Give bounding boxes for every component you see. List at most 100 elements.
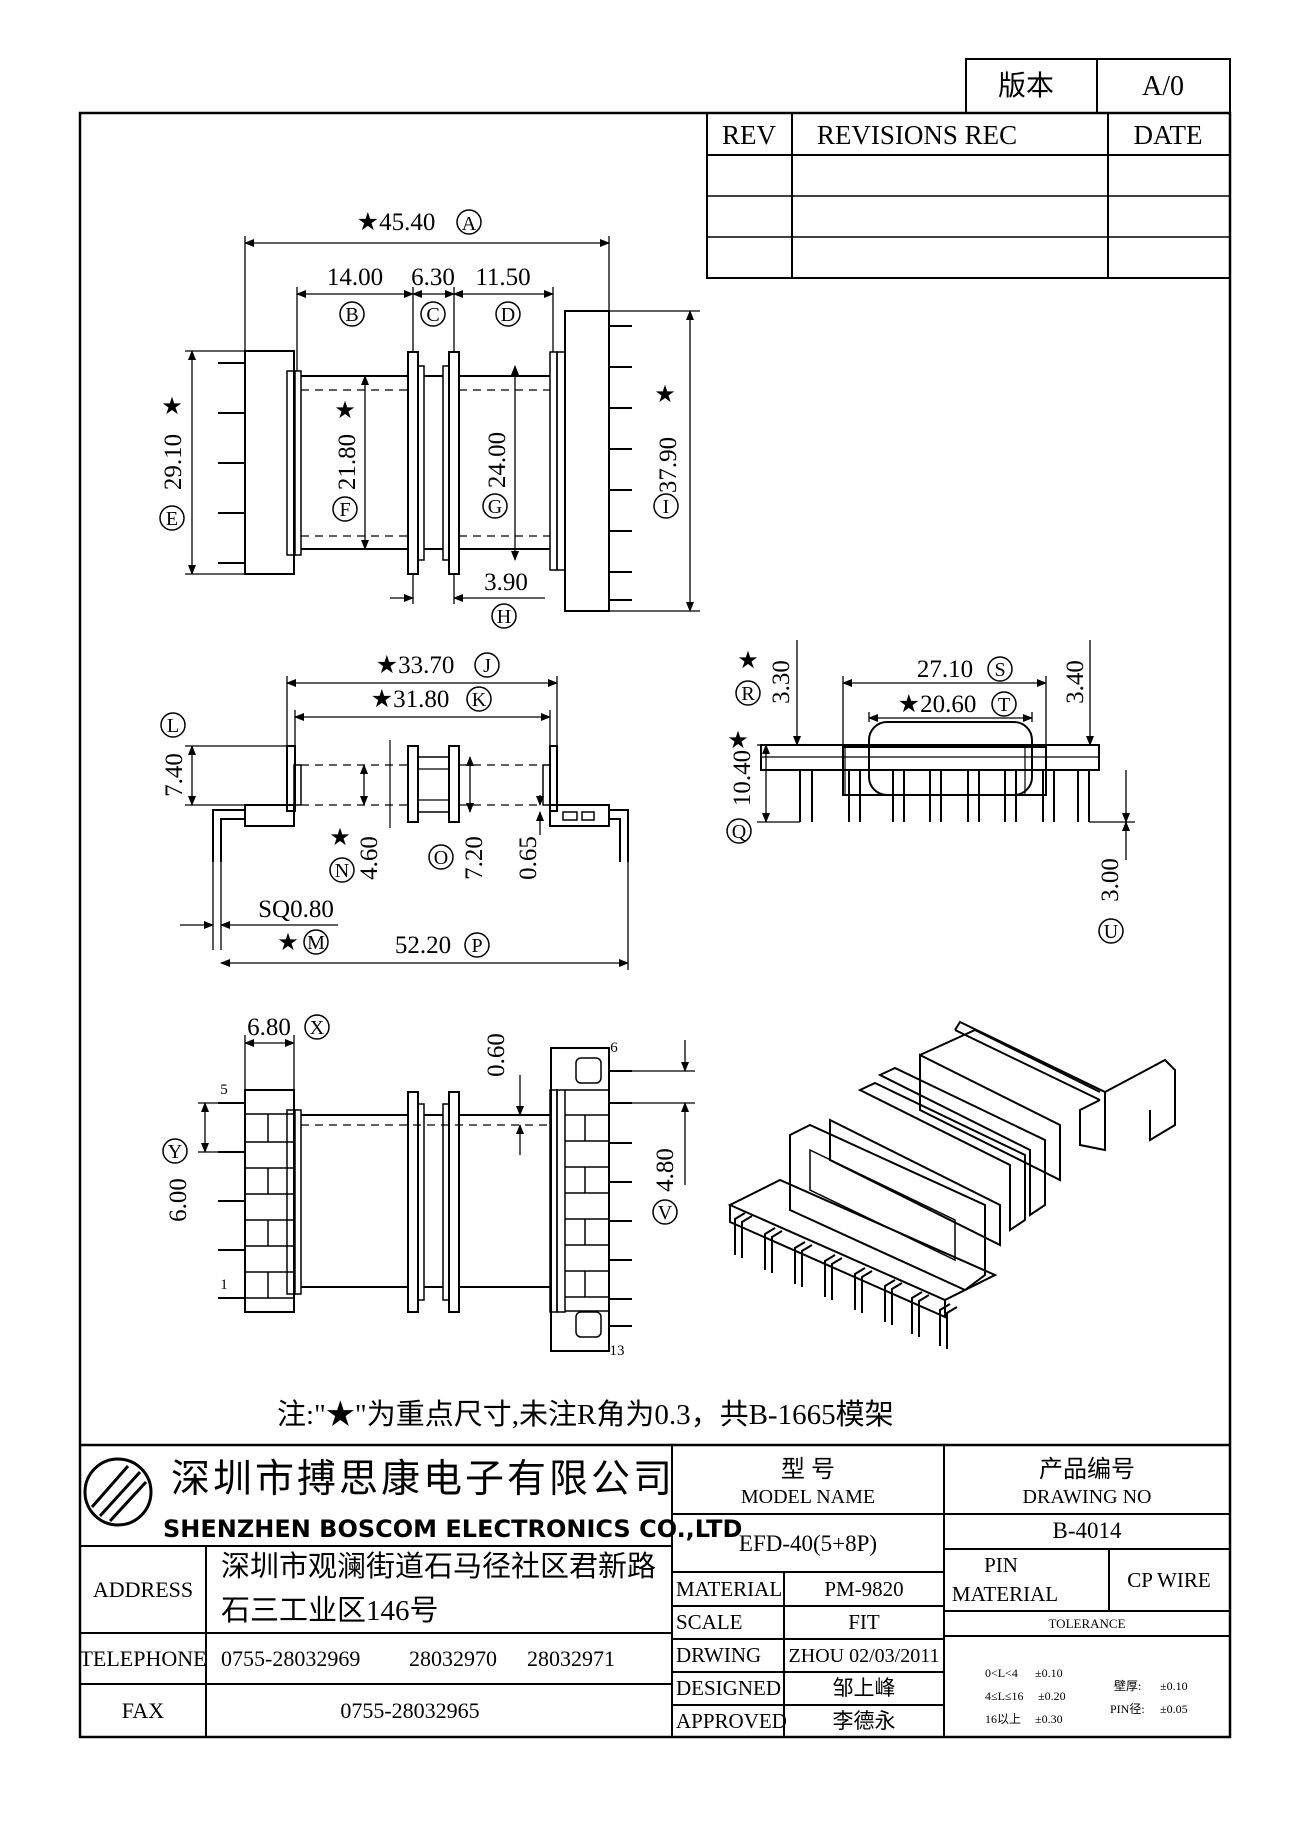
- fax-number: 0755-28032965: [340, 1698, 479, 1723]
- dim-c-value: 6.30: [411, 264, 455, 291]
- company-name-en: SHENZHEN BOSCOM ELECTRONICS CO.,LTD: [163, 1515, 742, 1543]
- company-logo: [83, 1457, 153, 1527]
- dim-s-value: 27.10: [917, 656, 973, 683]
- right-pins-top: [609, 325, 632, 601]
- side-view: [760, 721, 1100, 822]
- dim-i-balloon: [653, 493, 679, 519]
- dim-p-letter: P: [471, 935, 482, 957]
- pin-label-6: 6: [610, 1040, 618, 1056]
- pin-material-label: MATERIAL: [952, 1582, 1058, 1606]
- drawing-no: B-4014: [1053, 1518, 1123, 1543]
- dim-d-letter: D: [501, 304, 515, 326]
- revisions-rec-header: REVISIONS REC: [817, 120, 1017, 150]
- title-block: [80, 1443, 1230, 1737]
- dim-m-star: ★: [277, 930, 299, 956]
- pin-label: PIN: [984, 1553, 1018, 1577]
- dim-r2-value: 3.40: [1062, 660, 1089, 704]
- left-pins-top: [218, 362, 245, 564]
- dim-p-balloon: [464, 932, 490, 958]
- drawing-label-en: DRAWING NO: [1023, 1486, 1152, 1508]
- designed-label: DESIGNED: [676, 1676, 781, 1700]
- revisions-table: REV REVISIONS REC DATE: [706, 112, 1231, 279]
- dim-k-letter: K: [472, 689, 487, 711]
- dim-e-star: ★: [161, 394, 183, 420]
- right-pins-bottom: [609, 1070, 632, 1327]
- dim-t-value: ★20.60: [898, 691, 977, 718]
- dim-h-value: 3.90: [484, 569, 528, 596]
- dim-o2-value: 0.65: [515, 836, 542, 880]
- pin-material-value: CP WIRE: [1127, 1568, 1210, 1592]
- dim-l-letter: L: [167, 715, 179, 737]
- dim-r-value: 3.30: [768, 660, 795, 704]
- dim-b-letter: B: [345, 304, 358, 326]
- dim-m-balloon: [303, 929, 329, 955]
- isometric-view: [727, 1020, 1176, 1349]
- dim-r-letter: R: [741, 683, 755, 705]
- dim-t-letter: T: [998, 694, 1010, 716]
- drawing-note: 注:"★"为重点尺寸,未注R角为0.3，共B-1665模架: [277, 1398, 894, 1431]
- dim-j-balloon: [474, 652, 500, 678]
- tolerance-label: TOLERANCE: [1048, 1616, 1125, 1631]
- dim-s-letter: S: [994, 659, 1005, 681]
- dim-j-letter: J: [483, 655, 491, 677]
- dim-h-letter: H: [497, 606, 511, 628]
- tol-value-3: ±0.30: [1035, 1712, 1063, 1726]
- dim-g-balloon: [482, 493, 508, 519]
- dim-m-value: SQ0.80: [258, 896, 334, 923]
- dim-b-balloon: [339, 301, 365, 327]
- dim-p-value: 52.20: [395, 932, 451, 959]
- dim-q-value: 10.40: [729, 750, 756, 806]
- material-label: MATERIAL: [676, 1577, 782, 1601]
- dim-x-value: 6.80: [247, 1014, 291, 1041]
- dim-k-balloon: [466, 686, 492, 712]
- dim-y-balloon: [162, 1138, 188, 1164]
- address-label: ADDRESS: [93, 1577, 193, 1602]
- rev-header: REV: [722, 120, 777, 150]
- dim-v-value: 4.80: [652, 1148, 679, 1192]
- dim-q-balloon: [726, 818, 752, 844]
- date-header: DATE: [1134, 120, 1203, 150]
- dim-o-value: 7.20: [461, 836, 488, 880]
- dim-f-letter: F: [339, 499, 350, 521]
- top-view: [218, 310, 632, 612]
- dim-h-balloon: [491, 603, 517, 629]
- dim-v-balloon: [652, 1199, 678, 1225]
- telephone-label: TELEPHONE: [79, 1646, 206, 1671]
- dim-f-balloon: [332, 496, 358, 522]
- designed-by: 邹上峰: [833, 1676, 896, 1700]
- dim-n-value: 4.60: [356, 836, 383, 880]
- dim-i-letter: I: [663, 496, 670, 518]
- model-value: EFD-40(5+8P): [739, 1531, 877, 1556]
- dim-a-balloon: [456, 209, 482, 235]
- dim-c-balloon: [420, 301, 446, 327]
- dim-m-letter: M: [307, 932, 325, 954]
- dim-u-letter: U: [1104, 921, 1119, 943]
- dim-g-letter: G: [488, 496, 502, 518]
- dim-k-value: ★31.80: [371, 686, 450, 713]
- approved-by: 李德永: [833, 1709, 896, 1733]
- dim-y-letter: Y: [168, 1141, 182, 1163]
- dim-r-star: ★: [737, 648, 759, 674]
- side-view-dims: [757, 640, 1135, 860]
- dim-e-letter: E: [166, 508, 178, 530]
- dim-o-letter: O: [434, 847, 448, 869]
- tol-value-2: ±0.20: [1038, 1689, 1066, 1703]
- dim-x-letter: X: [310, 1017, 325, 1039]
- dim-l-value: 7.40: [161, 753, 188, 797]
- material-value: PM-9820: [824, 1577, 903, 1601]
- address-line1: 深圳市观澜街道石马径社区君新路: [221, 1550, 656, 1583]
- dim-b-value: 14.00: [327, 264, 383, 291]
- model-label-en: MODEL NAME: [741, 1486, 875, 1508]
- scale-label: SCALE: [676, 1610, 743, 1634]
- approved-label: APPROVED: [676, 1709, 787, 1733]
- model-label-cn: 型 号: [781, 1456, 835, 1483]
- dim-t-balloon: [991, 691, 1017, 717]
- dim-u-balloon: [1098, 918, 1124, 944]
- top-view-dims: [185, 236, 700, 612]
- dim-o-balloon: [428, 844, 454, 870]
- dim-e-balloon: [159, 505, 185, 531]
- tol-value-1: ±0.10: [1035, 1666, 1063, 1680]
- dim-z-value: 0.60: [483, 1033, 510, 1077]
- dim-n-balloon: [329, 857, 355, 883]
- front-view: [212, 740, 629, 862]
